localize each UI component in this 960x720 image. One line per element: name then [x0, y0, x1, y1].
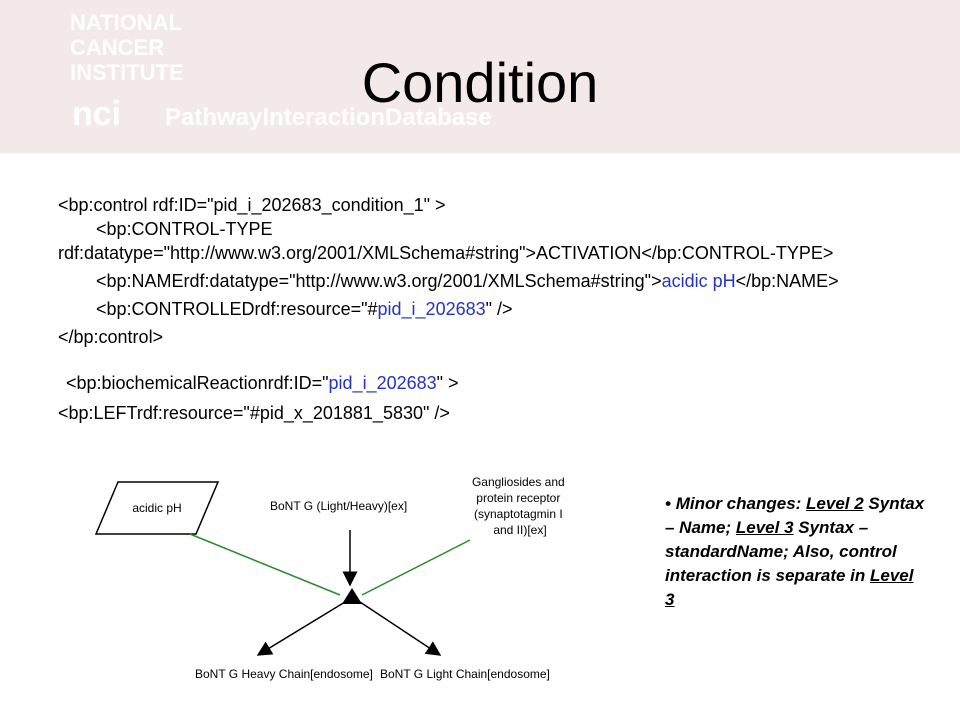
logo-nci: nci [72, 95, 121, 133]
code-line-4-close: </bp:NAME> [735, 271, 839, 291]
slide-title: Condition [361, 51, 599, 114]
bont-g-label: BoNT G (Light/Heavy)[ex] [270, 499, 407, 513]
code-line-6: </bp:control> [58, 327, 164, 347]
reaction-node [342, 588, 362, 604]
nci-logo-watermark: NATIONAL CANCER INSTITUTE nci PathwayInt… [70, 10, 492, 133]
code-line-3: rdf:datatype="http://www.w3.org/2001/XML… [58, 243, 834, 263]
note-level-2: Level 2 [806, 494, 864, 513]
code-line-5: <bp:CONTROLLEDrdf:resource="#pid_i_20268… [58, 297, 908, 321]
note-level-3b: Level 3 [665, 566, 914, 609]
note-bullet: • [665, 494, 671, 513]
code-line-7-tag: <bp:biochemicalReactionrdf:ID=" [66, 373, 329, 393]
code-line-1: <bp:control rdf:ID="pid_i_202683_conditi… [58, 195, 446, 215]
slide-header-banner: NATIONAL CANCER INSTITUTE nci PathwayInt… [0, 0, 960, 153]
pathway-diagram: acidic pH BoNT G (Light/Heavy)[ex] Gangl… [94, 475, 568, 681]
code-line-7-close: " > [436, 373, 459, 393]
code-line-8: <bp:LEFTrdf:resource="#pid_x_201881_5830… [58, 403, 450, 423]
logo-line-2: CANCER [70, 35, 164, 60]
output-edge-light [359, 601, 442, 656]
note-text-3: Syntax – standardName; Also, control int… [665, 518, 897, 585]
light-chain-label: BoNT G Light Chain[endosome] [380, 667, 550, 681]
code-line-5-value: pid_i_202683 [377, 299, 486, 319]
code-line-5-close: " /> [485, 299, 513, 319]
code-line-5-tag: <bp:CONTROLLEDrdf:resource="# [96, 299, 378, 319]
acidic-ph-node [94, 481, 220, 535]
output-edge-heavy [256, 601, 346, 656]
note-level-3a: Level 3 [735, 518, 794, 537]
note-text-2: Syntax – Name; [665, 494, 925, 537]
acidic-ph-label: acidic pH [132, 501, 181, 515]
heavy-chain-label: BoNT G Heavy Chain[endosome] [195, 667, 373, 681]
control-edge [189, 533, 341, 596]
logo-line-1: NATIONAL [70, 10, 182, 35]
ganglioside-label: Gangliosides and protein receptor (synap… [472, 475, 568, 537]
xml-code-block: <bp:control rdf:ID="pid_i_202683_conditi… [58, 193, 908, 425]
input-edge-ganglioside [361, 539, 471, 596]
code-line-2: <bp:CONTROL-TYPE [96, 219, 273, 239]
code-line-4: <bp:NAMErdf:datatype="http://www.w3.org/… [58, 269, 866, 293]
minor-changes-note: • Minor changes: Level 2 Syntax – Name; … [665, 492, 925, 612]
code-line-4-value: acidic pH [661, 271, 736, 291]
logo-pid: PathwayInteractionDatabase [165, 104, 492, 131]
code-line-7: <bp:biochemicalReactionrdf:ID="pid_i_202… [58, 371, 908, 395]
logo-line-3: INSTITUTE [70, 60, 184, 85]
note-text-1: Minor changes: [675, 494, 807, 513]
code-line-4-tag: <bp:NAMErdf:datatype="http://www.w3.org/… [96, 271, 662, 291]
code-line-7-value: pid_i_202683 [328, 373, 437, 393]
